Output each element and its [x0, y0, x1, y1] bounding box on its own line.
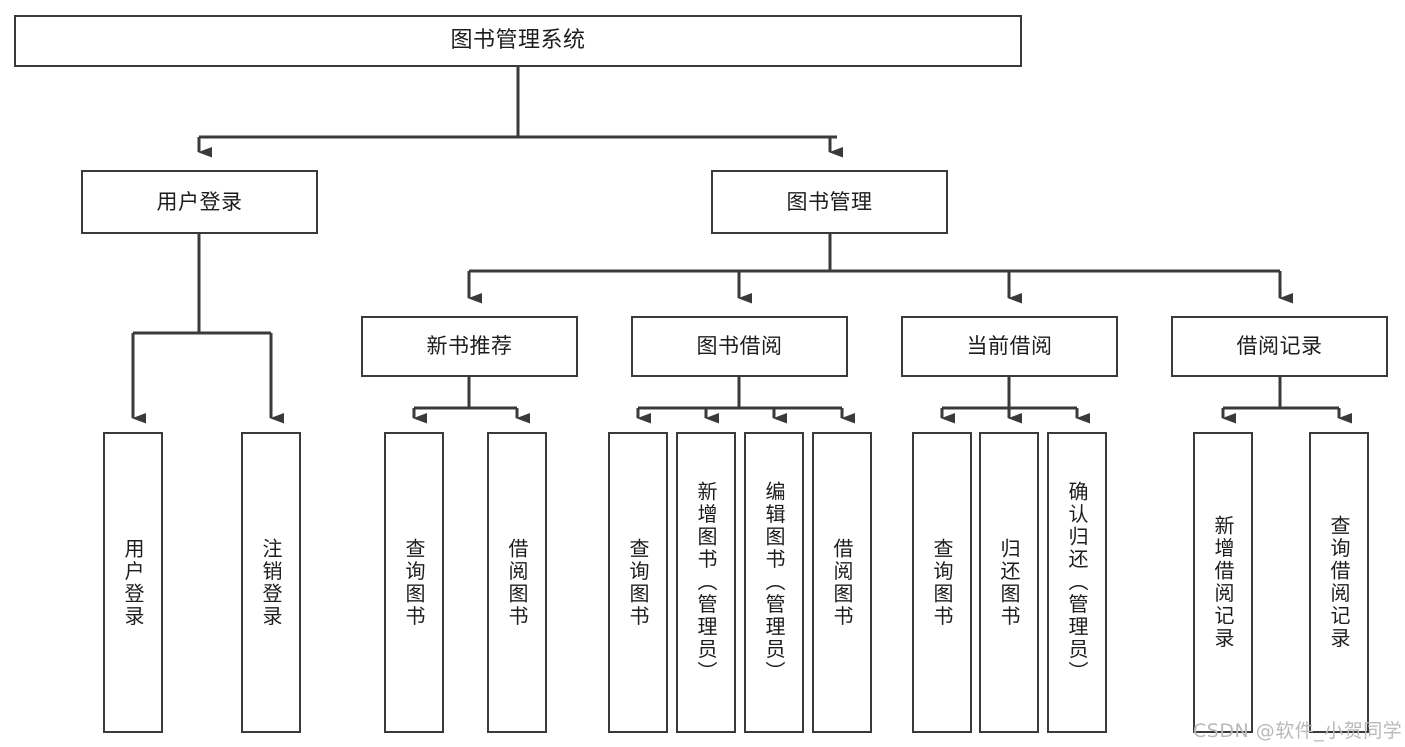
csdn-watermark: CSDN @软件_小贺同学: [1193, 720, 1403, 742]
node-label: 用户登录: [121, 537, 145, 628]
leaf-borrow-book-recommend[interactable]: 借阅图书: [487, 432, 547, 733]
node-label: 借阅图书: [505, 537, 529, 628]
node-new-book-recommend[interactable]: 新书推荐: [361, 316, 578, 377]
leaf-add-borrow-record[interactable]: 新增借阅记录: [1193, 432, 1253, 733]
leaf-confirm-return[interactable]: 确认归还（管理员）: [1047, 432, 1107, 733]
node-label: 借阅图书: [830, 537, 854, 628]
node-label: 查询图书: [402, 537, 426, 628]
leaf-query-book-current[interactable]: 查询图书: [912, 432, 972, 733]
node-label: 借阅记录: [1236, 334, 1323, 359]
node-user-login[interactable]: 用户登录: [81, 170, 318, 234]
leaf-user-login[interactable]: 用户登录: [103, 432, 163, 733]
node-label: 编辑图书（管理员）: [762, 481, 786, 684]
leaf-query-book-borrow[interactable]: 查询图书: [608, 432, 668, 733]
node-label: 图书借阅: [696, 334, 783, 359]
node-label: 确认归还（管理员）: [1065, 481, 1089, 684]
node-label: 新书推荐: [426, 334, 513, 359]
node-label: 新增图书（管理员）: [694, 481, 718, 684]
node-root-system[interactable]: 图书管理系统: [14, 15, 1022, 67]
leaf-edit-book[interactable]: 编辑图书（管理员）: [744, 432, 804, 733]
node-label: 注销登录: [259, 537, 283, 628]
node-label: 查询借阅记录: [1327, 515, 1351, 650]
leaf-query-borrow-record[interactable]: 查询借阅记录: [1309, 432, 1369, 733]
leaf-query-book-recommend[interactable]: 查询图书: [384, 432, 444, 733]
leaf-logout-login[interactable]: 注销登录: [241, 432, 301, 733]
node-borrow-record[interactable]: 借阅记录: [1171, 316, 1388, 377]
node-label: 用户登录: [156, 189, 243, 214]
node-label: 查询图书: [930, 537, 954, 628]
node-label: 图书管理: [786, 189, 873, 214]
node-label: 查询图书: [626, 537, 650, 628]
node-label: 新增借阅记录: [1211, 515, 1235, 650]
leaf-borrow-book[interactable]: 借阅图书: [812, 432, 872, 733]
node-book-manage[interactable]: 图书管理: [711, 170, 948, 234]
node-label: 图书管理系统: [450, 28, 586, 54]
node-label: 当前借阅: [966, 334, 1053, 359]
node-book-borrow[interactable]: 图书借阅: [631, 316, 848, 377]
leaf-return-book[interactable]: 归还图书: [979, 432, 1039, 733]
node-current-borrow[interactable]: 当前借阅: [901, 316, 1118, 377]
node-label: 归还图书: [997, 537, 1021, 628]
leaf-add-book[interactable]: 新增图书（管理员）: [676, 432, 736, 733]
